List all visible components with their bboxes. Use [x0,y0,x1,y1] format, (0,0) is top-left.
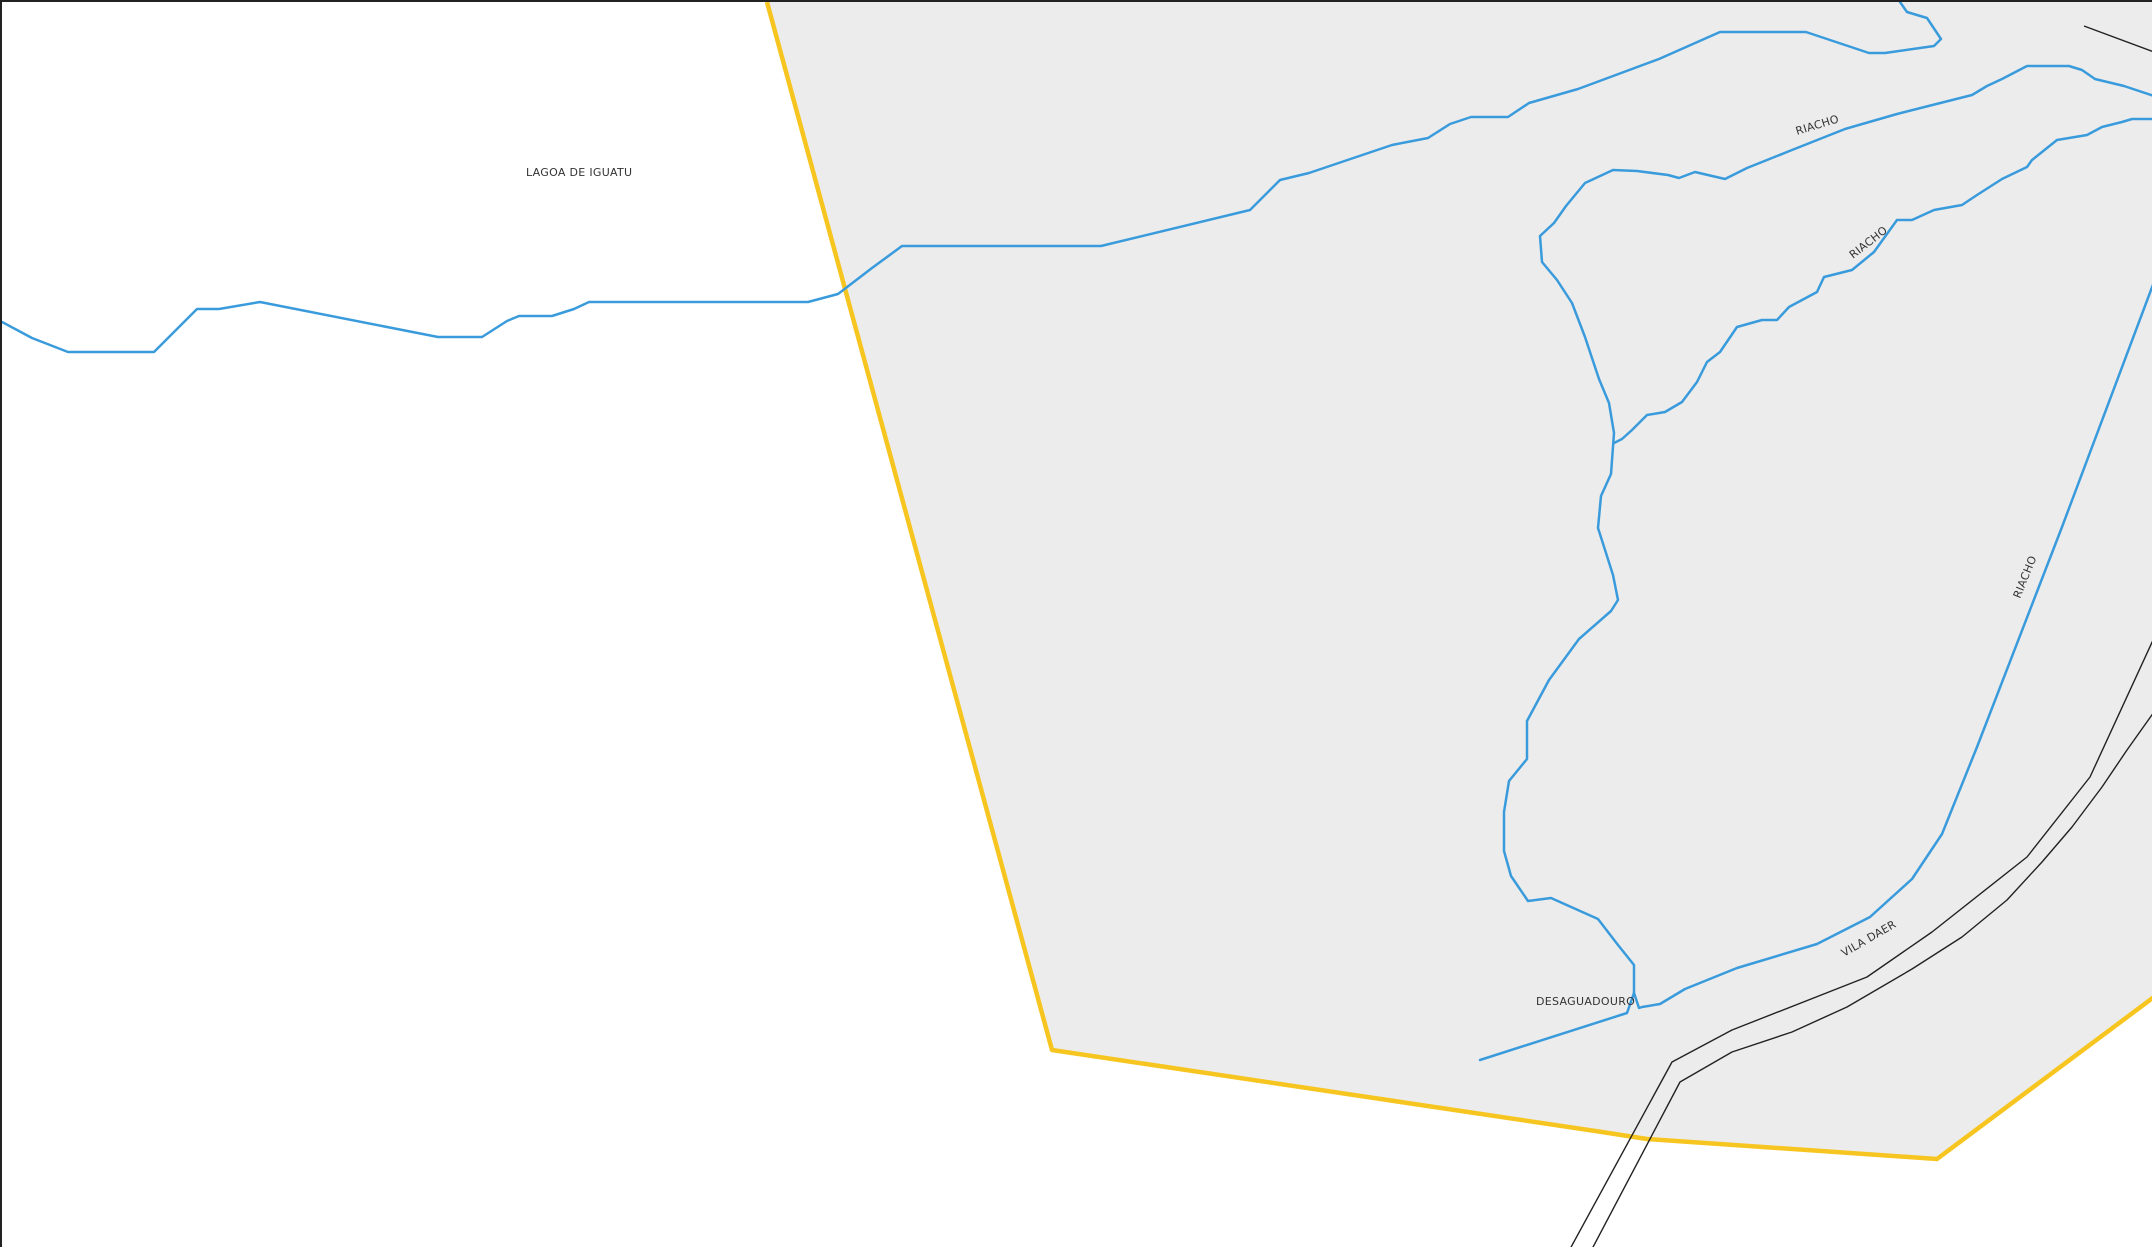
region-area [767,2,2152,1159]
road-line-east [1592,713,2152,1247]
road-line-west [1570,640,2152,1247]
lagoa-label: LAGOA DE IGUATU [526,166,632,179]
desaguadouro-label: DESAGUADOURO [1536,995,1635,1008]
river-branch-middle [1612,117,2152,445]
region-boundary [764,2,2152,1162]
road-line-corner [2083,25,2152,53]
main-river [2,2,1943,354]
river-branch-east [1632,283,2152,1010]
river-branch-loop [1478,64,2152,1062]
